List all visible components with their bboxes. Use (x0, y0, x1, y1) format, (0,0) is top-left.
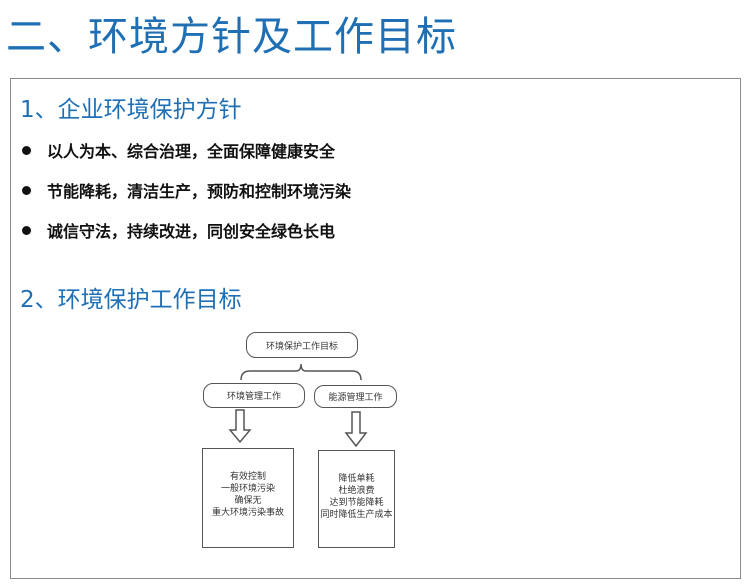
diagram-right-detail: 降低单耗 杜绝浪费 达到节能降耗 同时降低生产成本 (318, 450, 395, 548)
diagram-left-detail: 有效控制 一般环境污染 确保无 重大环境污染事故 (202, 448, 294, 548)
diagram-right-node: 能源管理工作 (314, 385, 397, 408)
diagram-left-node: 环境管理工作 (203, 383, 305, 408)
section2-heading: 2、环境保护工作目标 (20, 287, 242, 313)
detail-line: 同时降低生产成本 (320, 510, 393, 520)
detail-line: 有效控制 (229, 472, 266, 482)
detail-line: 确保无 (234, 496, 262, 506)
bullet-icon (22, 146, 31, 155)
content-frame (10, 78, 741, 579)
arrow-down-icon (228, 409, 252, 444)
bullet-item: 诚信守法，持续改进，同创安全绿色长电 (22, 218, 335, 242)
arrow-down-icon (344, 411, 368, 448)
bullet-item: 节能降耗，清洁生产，预防和控制环境污染 (22, 178, 351, 202)
detail-line: 达到节能降耗 (329, 498, 384, 508)
bullet-icon (22, 226, 31, 235)
bullet-text: 节能降耗，清洁生产，预防和控制环境污染 (47, 182, 352, 201)
bullet-item: 以人为本、综合治理，全面保障健康安全 (22, 138, 335, 162)
detail-line: 降低单耗 (338, 474, 375, 484)
slide-title: 二、环境方针及工作目标 (6, 14, 457, 60)
detail-line: 杜绝浪费 (338, 486, 375, 496)
brace-connector (240, 363, 362, 381)
bullet-text: 诚信守法，持续改进，同创安全绿色长电 (47, 222, 336, 241)
detail-line: 一般环境污染 (220, 484, 275, 494)
section1-heading: 1、企业环境保护方针 (20, 97, 242, 123)
bullet-icon (22, 186, 31, 195)
bullet-text: 以人为本、综合治理，全面保障健康安全 (47, 142, 336, 161)
detail-line: 重大环境污染事故 (211, 508, 284, 518)
diagram-root-node: 环境保护工作目标 (246, 332, 358, 358)
